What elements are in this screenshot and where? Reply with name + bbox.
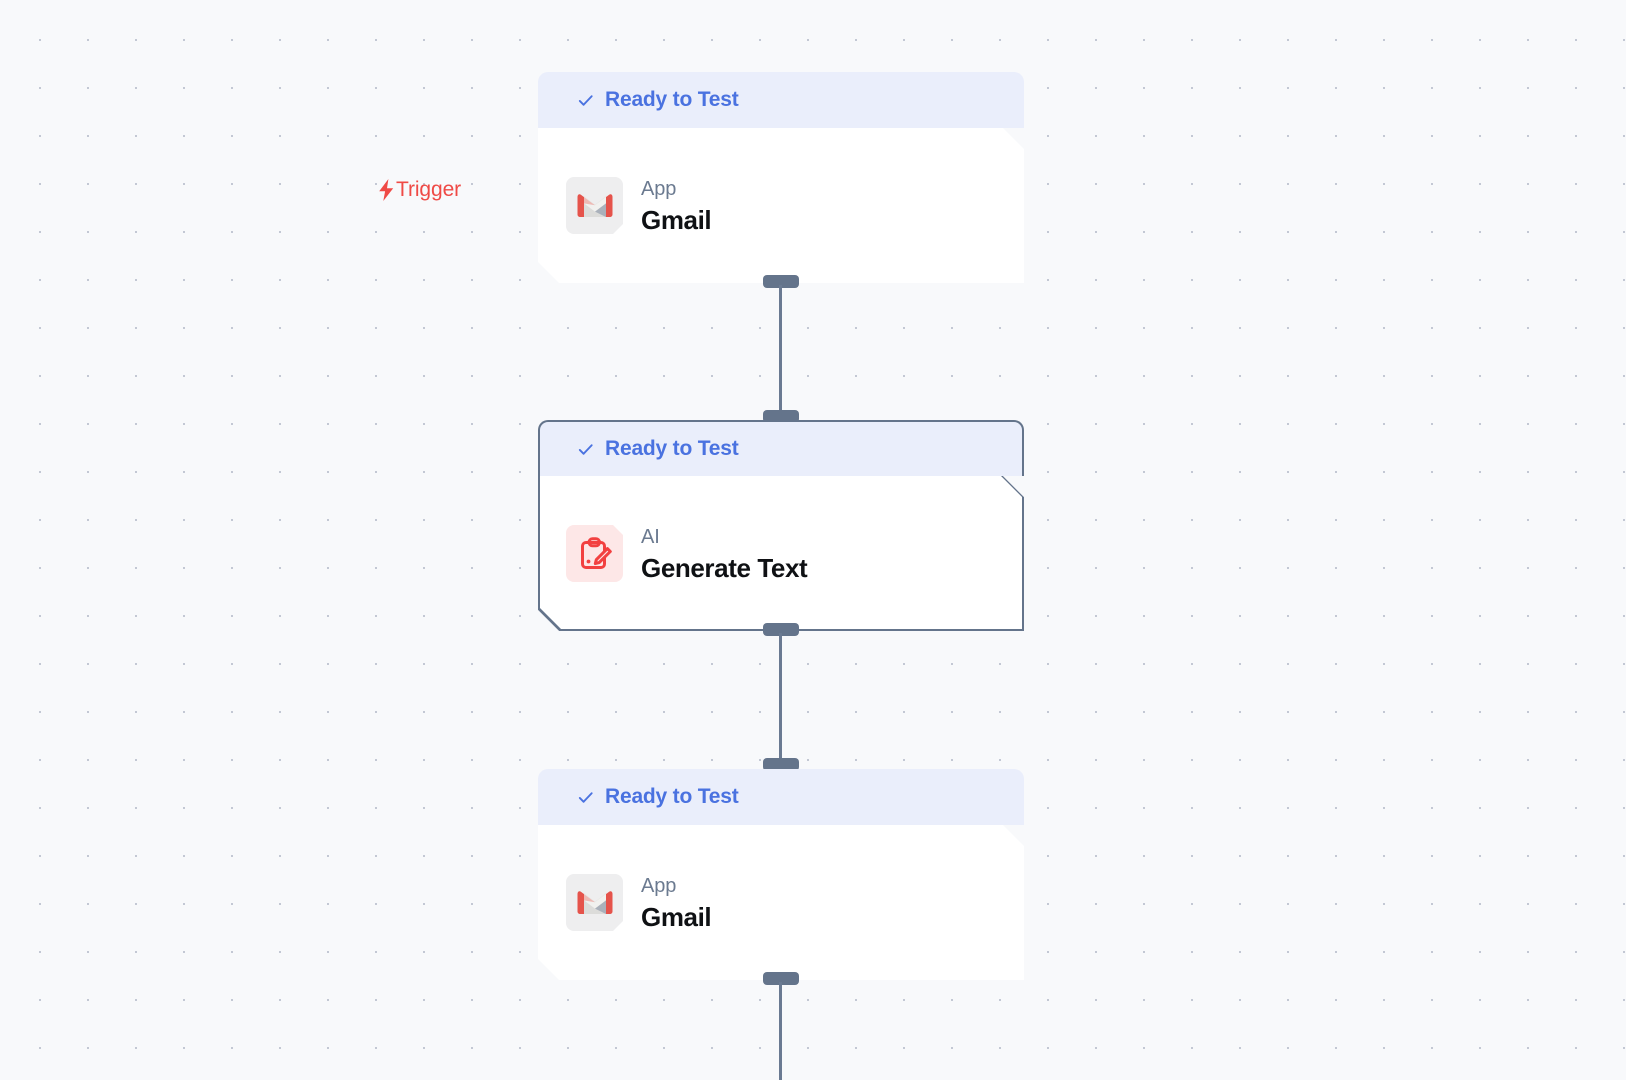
node-body[interactable]: AI Generate Text — [538, 476, 1024, 631]
node-body[interactable]: App Gmail — [538, 825, 1024, 980]
lightning-bolt-icon — [378, 179, 395, 201]
output-handle-node3[interactable] — [763, 972, 799, 985]
node-status-label: Ready to Test — [605, 88, 739, 111]
output-handle-node1[interactable] — [763, 275, 799, 288]
gmail-icon — [566, 177, 623, 234]
edge-line — [779, 982, 782, 1080]
clipboard-pencil-icon — [566, 525, 623, 582]
node-kind-label: App — [641, 177, 677, 200]
node-kind-label: App — [641, 874, 677, 897]
node-status-label: Ready to Test — [605, 785, 739, 808]
connector-node3-out[interactable] — [763, 972, 799, 1080]
node-text-block: App Gmail — [641, 176, 712, 236]
check-icon — [578, 94, 593, 106]
node-status-bar[interactable]: Ready to Test — [538, 72, 1024, 128]
node-kind-label: AI — [641, 525, 660, 548]
workflow-node-gmail-trigger[interactable]: Ready to Test App Gmail — [538, 72, 1024, 283]
node-body[interactable]: App Gmail — [538, 128, 1024, 283]
input-handle-node3[interactable] — [763, 758, 799, 771]
input-handle-node2[interactable] — [763, 410, 799, 423]
check-icon — [578, 443, 593, 455]
edge-line — [779, 285, 782, 415]
connector-node2-node3[interactable] — [763, 623, 799, 771]
node-title-label: Gmail — [641, 204, 712, 235]
workflow-node-generate-text[interactable]: Ready to Test AI Generate Text — [538, 420, 1024, 631]
workflow-node-gmail-action[interactable]: Ready to Test App Gmail — [538, 769, 1024, 980]
node-status-bar[interactable]: Ready to Test — [538, 769, 1024, 825]
node-title-label: Generate Text — [641, 552, 808, 583]
node-status-bar[interactable]: Ready to Test — [538, 420, 1024, 476]
trigger-label-text: Trigger — [396, 178, 462, 201]
gmail-icon — [566, 874, 623, 931]
connector-node1-node2[interactable] — [763, 275, 799, 423]
trigger-label: Trigger — [378, 178, 461, 202]
node-text-block: App Gmail — [641, 873, 712, 933]
node-status-label: Ready to Test — [605, 437, 739, 460]
output-handle-node2[interactable] — [763, 623, 799, 636]
node-text-block: AI Generate Text — [641, 524, 808, 584]
node-title-label: Gmail — [641, 901, 712, 932]
check-icon — [578, 791, 593, 803]
edge-line — [779, 633, 782, 763]
